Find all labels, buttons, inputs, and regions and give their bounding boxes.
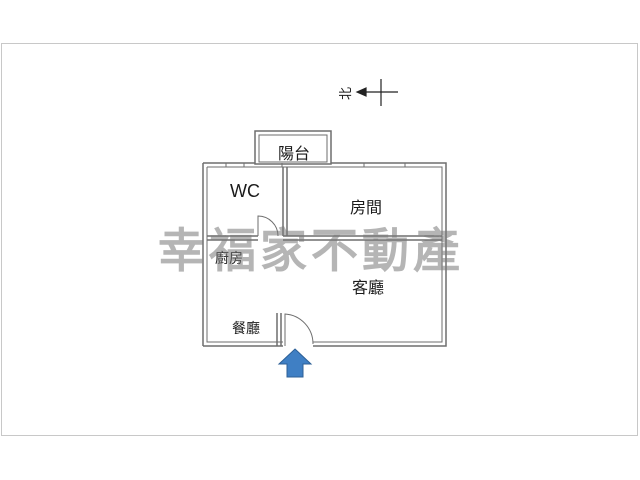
door-swings xyxy=(257,215,314,346)
room-label-wc: WC xyxy=(230,181,260,201)
room-label-balcony: 陽台 xyxy=(278,144,311,163)
room-label-dining-room: 餐廳 xyxy=(232,321,260,337)
outer-walls xyxy=(202,130,447,347)
room-label-living-room: 客廳 xyxy=(352,278,385,297)
balcony-walls xyxy=(254,130,332,165)
window-marks xyxy=(225,163,406,167)
wc-door xyxy=(257,215,279,237)
entrance-door xyxy=(284,313,314,346)
compass-icon xyxy=(355,79,398,106)
room-label-bedroom: 房間 xyxy=(350,198,383,217)
entrance-arrow-icon xyxy=(277,348,313,378)
compass-label: 北 xyxy=(339,86,355,101)
floorplan-frame xyxy=(1,43,638,436)
watermark-text: 幸福家不動產 xyxy=(158,224,464,279)
interior-walls xyxy=(207,167,442,346)
room-label-kitchen: 廚房 xyxy=(215,251,243,267)
